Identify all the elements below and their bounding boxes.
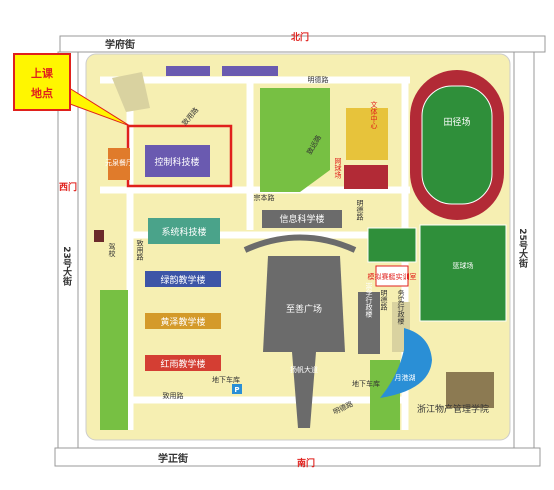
wangqiu-label: 网球场 xyxy=(334,158,342,180)
kongzhi-label: 控制科技楼 xyxy=(154,156,199,168)
street-left-label: 23号大街 xyxy=(61,246,73,286)
north-gate-label: 北门 xyxy=(291,31,309,43)
road-label-zhiyong-left: 致用路 xyxy=(136,239,144,262)
wangqiu-courts xyxy=(344,165,388,189)
parking-sign-left xyxy=(232,384,242,394)
yuegang-label: 月港湖 xyxy=(395,373,416,382)
campus-arc xyxy=(243,234,357,253)
kongzhi-building xyxy=(145,145,210,177)
soccer-field xyxy=(421,85,493,205)
street-bottom-band xyxy=(54,447,541,467)
street-right-band xyxy=(513,51,535,449)
jiaxiao-block xyxy=(94,230,104,242)
wenti-label: 文体中心 xyxy=(370,100,378,129)
chongxue-label: 崇学行政楼 xyxy=(365,283,373,319)
building-strip-angled xyxy=(112,72,150,112)
road-label-zhiyong-bottom: 致用路 xyxy=(163,391,184,400)
zhejiang-building xyxy=(446,372,494,408)
moni-label: 模拟赛艇实训室 xyxy=(368,272,417,281)
yuegang-lake xyxy=(380,328,432,398)
xitong-building xyxy=(148,218,220,244)
parking-left-label: 地下车库 xyxy=(212,375,240,384)
hongyu-label: 红雨教学楼 xyxy=(160,358,205,370)
zhishan-label: 至善广场 xyxy=(286,303,322,315)
wushi-label: 务实行政楼 xyxy=(397,289,405,326)
road-label-mingde-right: 明德路 xyxy=(356,200,364,222)
west-gate-label: 西门 xyxy=(59,181,77,193)
xinxi-building xyxy=(262,210,342,228)
tianjing-label: 田径场 xyxy=(443,116,470,128)
lvyun-building xyxy=(145,271,221,287)
building-strip-2 xyxy=(222,66,278,76)
jiaxiao-label: 驾校 xyxy=(108,242,116,258)
south-gate-label: 南门 xyxy=(297,457,315,469)
yangfan-road xyxy=(292,352,316,428)
street-bottom-label: 学正街 xyxy=(158,452,188,465)
lawn-south-west xyxy=(100,290,128,430)
moni-building xyxy=(375,265,409,287)
parking-sign-text: P xyxy=(234,386,239,394)
lvyun-label: 绿韵教学楼 xyxy=(160,274,205,286)
street-right-label: 25号大街 xyxy=(517,228,529,268)
xitong-label: 系统科技楼 xyxy=(161,226,206,238)
street-left-band xyxy=(57,51,79,449)
chongxue-building xyxy=(358,292,380,354)
callout-line2: 地点 xyxy=(31,86,53,100)
building-strip-1 xyxy=(166,66,210,76)
parking-right-label: 地下车库 xyxy=(352,379,380,388)
yuanquan-building xyxy=(108,148,130,180)
street-top-band xyxy=(59,35,546,53)
callout-box xyxy=(13,53,71,111)
road-label-mingde-top: 明德路 xyxy=(308,75,329,84)
huangze-building xyxy=(145,313,221,329)
huangze-label: 黄泽教学楼 xyxy=(160,316,205,328)
lawn-north xyxy=(260,88,330,192)
street-top-label: 学府街 xyxy=(105,38,135,51)
road-label-mingde-vertical: 明德路 xyxy=(380,290,388,312)
road-label-zongben: 宗本路 xyxy=(254,193,275,202)
yuanquan-label: 元泉餐厅 xyxy=(105,158,133,167)
zhishan-plaza xyxy=(263,256,345,352)
xinxi-label: 信息科学楼 xyxy=(279,213,324,225)
yangfan-label: 扬帆大道 xyxy=(290,365,318,374)
lanqiu-label: 篮球场 xyxy=(453,261,474,270)
zhejiang-label: 浙江物产管理学院 xyxy=(417,403,489,415)
basketball-courts xyxy=(419,224,507,322)
side-courts xyxy=(367,227,417,263)
callout-line1: 上课 xyxy=(31,66,54,80)
hongyu-building xyxy=(145,355,221,371)
wenti-center xyxy=(346,108,388,160)
